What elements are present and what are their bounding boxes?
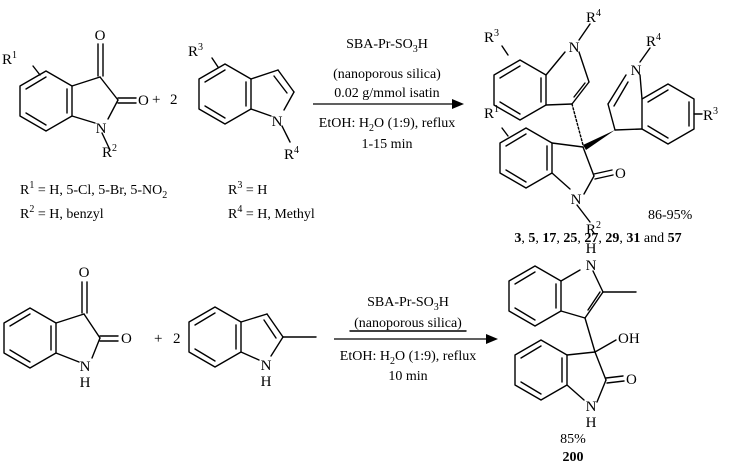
reaction-time-label: 1-15 min — [362, 137, 413, 152]
nitrogen-label: N — [96, 121, 107, 137]
solvent-conditions-label: EtOH: H2O (1:9), reflux — [319, 116, 455, 134]
nitrogen-label: N — [586, 399, 597, 415]
nitrogen-label: N — [631, 63, 642, 79]
carbonyl-oxygen-label: O — [121, 331, 132, 347]
r1-label: R1 — [2, 50, 17, 68]
product-bisindolyl-oxindole: N R4 R3 N R4 R3 O N — [484, 8, 718, 238]
carbonyl-oxygen-label: O — [615, 166, 626, 182]
r3-label: R3 — [703, 106, 718, 124]
plus-sign: + — [154, 331, 162, 347]
r4-label: R4 — [646, 32, 661, 50]
carbonyl-oxygen-label: O — [95, 28, 106, 44]
catalyst-label: SBA-Pr-SO3H — [367, 295, 449, 313]
r2-label: R2 — [586, 220, 601, 238]
catalyst-support-label: (nanoporous silica) — [333, 67, 441, 82]
carbonyl-oxygen-label: O — [79, 265, 90, 281]
indole-structure: N R4 R3 — [188, 42, 299, 163]
hydroxyl-label: OH — [618, 331, 640, 347]
r4-label: R4 — [586, 8, 601, 26]
nitrogen-label: N — [569, 40, 580, 56]
stoichiometric-coefficient: 2 — [173, 331, 181, 347]
product-hydroxy-oxindole: N H OH O N H — [508, 241, 640, 431]
isatin-structure: O O N R2 R1 — [2, 28, 149, 161]
catalyst-loading-label: 0.02 g/mmol isatin — [334, 86, 439, 101]
carbonyl-oxygen-label: O — [138, 93, 149, 109]
r3-label: R3 — [188, 42, 203, 60]
r3-definition: R3 = H — [228, 180, 267, 198]
stoichiometric-coefficient: 2 — [170, 92, 178, 108]
nitrogen-label: N — [261, 358, 272, 374]
r1-label: R1 — [484, 104, 499, 122]
catalyst-support-label: (nanoporous silica) — [354, 316, 462, 331]
yield-label: 86-95% — [648, 208, 693, 223]
r4-label: R4 — [284, 145, 299, 163]
compound-number: 200 — [563, 450, 584, 465]
hydrogen-label: H — [261, 374, 272, 390]
arrow-head — [486, 334, 498, 344]
solvent-conditions-label: EtOH: H2O (1:9), reflux — [340, 349, 476, 367]
nitrogen-label: N — [80, 359, 91, 375]
plus-sign: + — [152, 92, 160, 108]
r2-definition: R2 = H, benzyl — [20, 204, 104, 222]
nitrogen-label: N — [272, 114, 283, 130]
hydrogen-label: H — [586, 415, 597, 431]
yield-label: 85% — [560, 432, 586, 447]
r2-label: R2 — [102, 143, 117, 161]
r4-definition: R4 = H, Methyl — [228, 204, 315, 222]
arrow-head — [452, 99, 464, 109]
catalyst-label: SBA-Pr-SO3H — [346, 37, 428, 55]
r1-definition: R1 = H, 5-Cl, 5-Br, 5-NO2 — [20, 180, 167, 201]
carbonyl-oxygen-label: O — [626, 372, 637, 388]
methylindole-structure: N H — [188, 306, 317, 390]
hydrogen-label: H — [586, 241, 597, 257]
nitrogen-label: N — [586, 258, 597, 274]
compound-numbers: 3, 5, 17, 25, 27, 29, 31 and 57 — [514, 231, 681, 246]
nitrogen-label: N — [571, 192, 582, 208]
reaction-time-label: 10 min — [388, 369, 427, 384]
isatin-structure-2: O O N H — [3, 265, 132, 391]
r3-label: R3 — [484, 28, 499, 46]
hydrogen-label: H — [80, 375, 91, 391]
